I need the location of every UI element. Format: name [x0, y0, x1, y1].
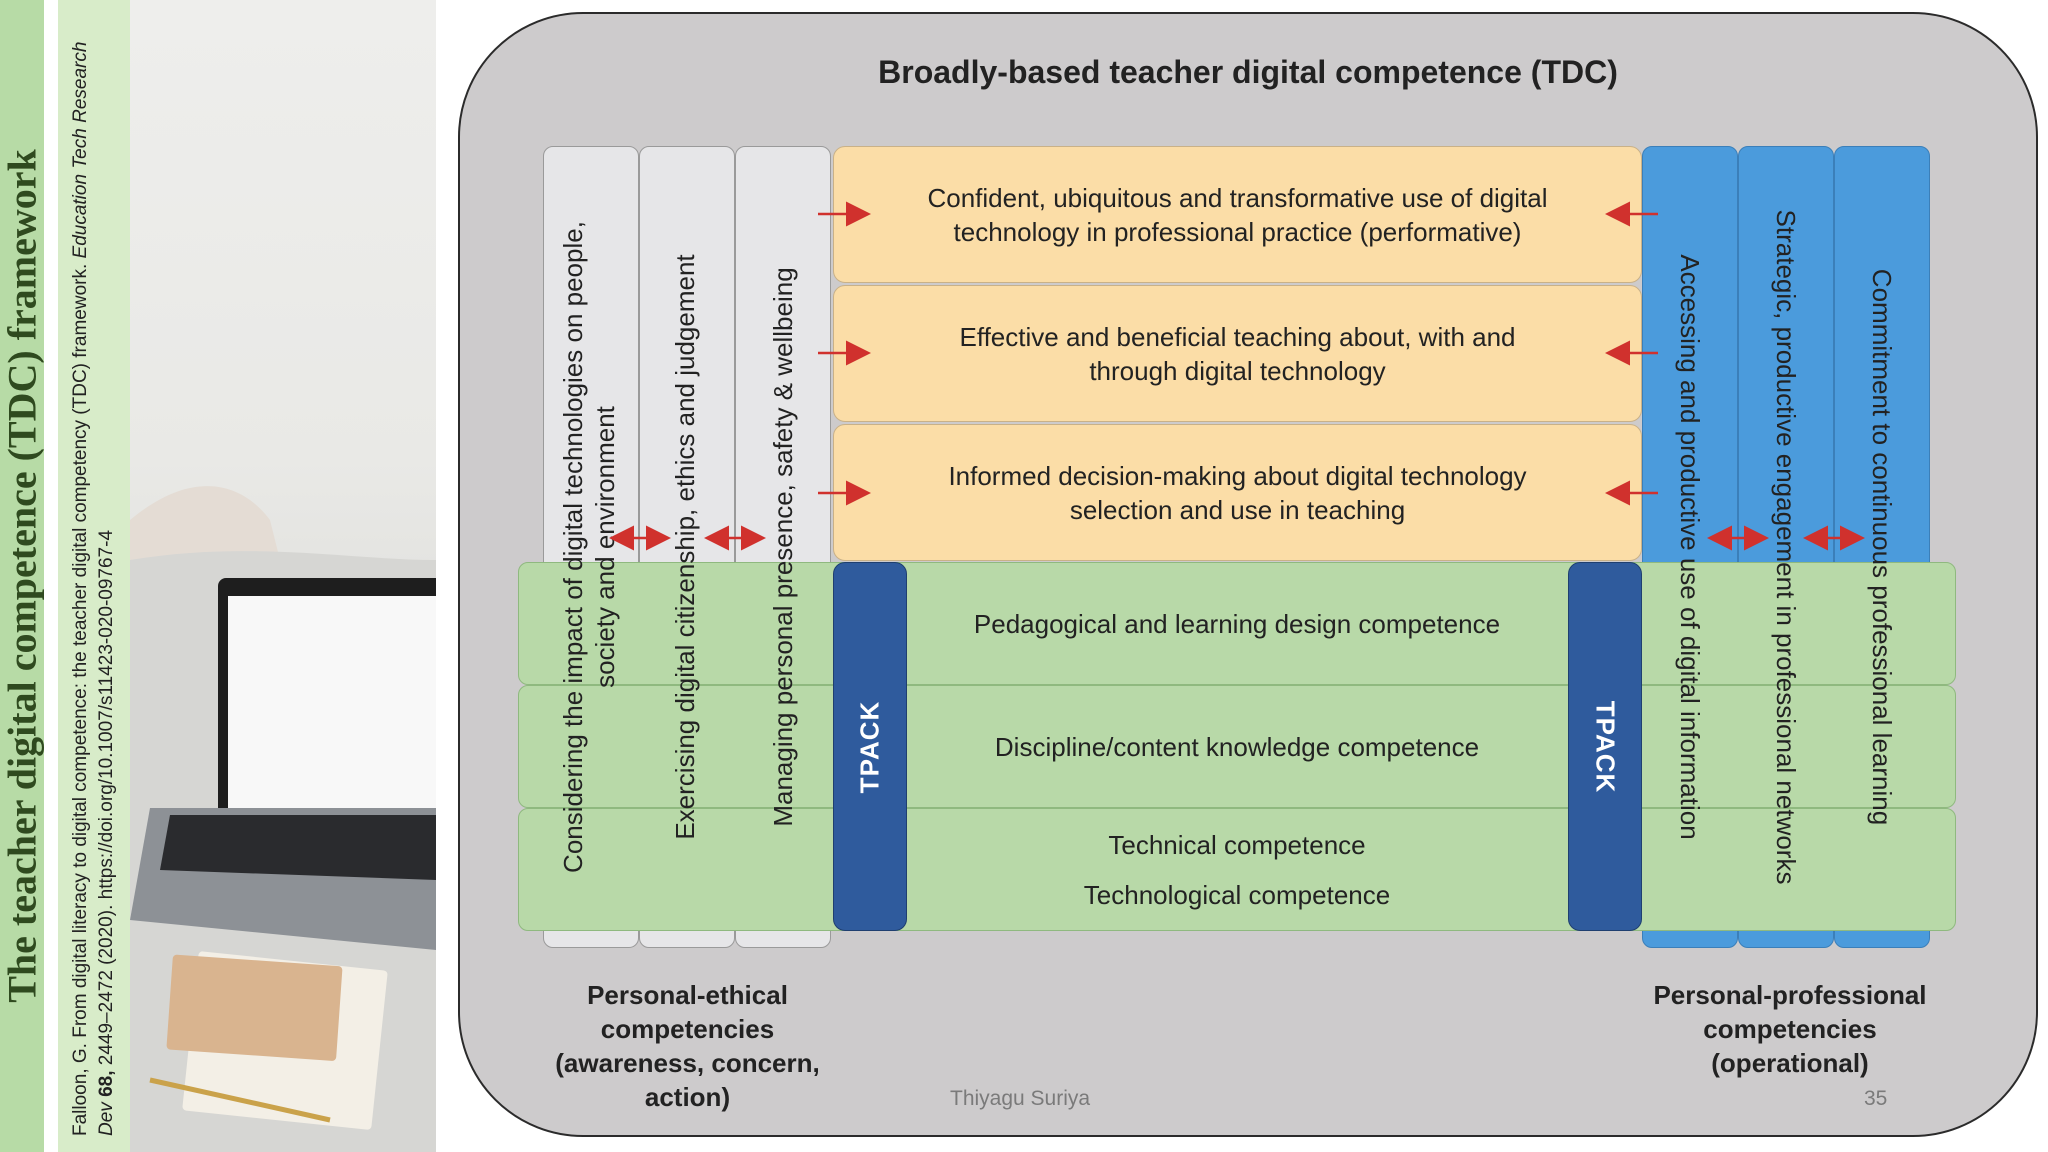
box-text: through digital technology: [1089, 355, 1386, 386]
box-text: technology in professional practice (per…: [953, 216, 1522, 247]
arrow-group: [609, 201, 1865, 551]
caption-line: Personal-ethical: [587, 980, 788, 1010]
caption-personal-professional: Personal-professional competencies (oper…: [1620, 978, 1960, 1080]
box-text: Informed decision-making about digital t…: [948, 460, 1527, 491]
yellow-box-teaching: Effective and beneficial teaching about,…: [833, 285, 1642, 422]
laptop-photo: [130, 0, 436, 1152]
tpack-bar-left: TPACK: [833, 562, 907, 931]
box-text: selection and use in teaching: [1069, 494, 1406, 525]
band-label-text: Discipline/content knowledge competence: [994, 731, 1480, 762]
footer-author: Thiyagu Suriya: [950, 1087, 1091, 1110]
band-pedagogical: [518, 562, 1956, 685]
diagram-title: Broadly-based teacher digital competence…: [878, 54, 1618, 90]
sidebar-title-strip: The teacher digital competence (TDC) fra…: [0, 0, 45, 1152]
laptop-photo-illustration: [130, 486, 436, 1152]
caption-line: competencies: [1703, 1014, 1877, 1044]
band-label-discipline: Discipline/content knowledge competence: [906, 685, 1568, 808]
caption-personal-ethical: Personal-ethical competencies (awareness…: [520, 978, 855, 1114]
caption-line: action): [644, 1082, 731, 1112]
yellow-box-performative: Confident, ubiquitous and transformative…: [833, 146, 1642, 283]
box-text: Effective and beneficial teaching about,…: [959, 321, 1516, 352]
band-discipline: [518, 685, 1956, 808]
band-label-text: Pedagogical and learning design competen…: [973, 608, 1501, 639]
band-technical: [518, 808, 1956, 931]
band-label-technical: Technical competence Technological compe…: [906, 808, 1568, 931]
box-text: Confident, ubiquitous and transformative…: [927, 182, 1548, 213]
yellow-box-decision: Informed decision-making about digital t…: [833, 424, 1642, 561]
caption-line: (operational): [1711, 1048, 1869, 1078]
citation-strip: [58, 0, 130, 1152]
page-number: 35: [1864, 1087, 1888, 1110]
tpack-bar-right: TPACK: [1568, 562, 1642, 931]
caption-line: (awareness, concern,: [555, 1048, 820, 1078]
band-label-text: Technological competence: [1083, 879, 1391, 910]
caption-line: competencies: [600, 1014, 775, 1044]
band-label-pedagogical: Pedagogical and learning design competen…: [906, 562, 1568, 685]
caption-line: Personal-professional: [1653, 980, 1927, 1010]
band-label-text: Technical competence: [1108, 829, 1366, 860]
